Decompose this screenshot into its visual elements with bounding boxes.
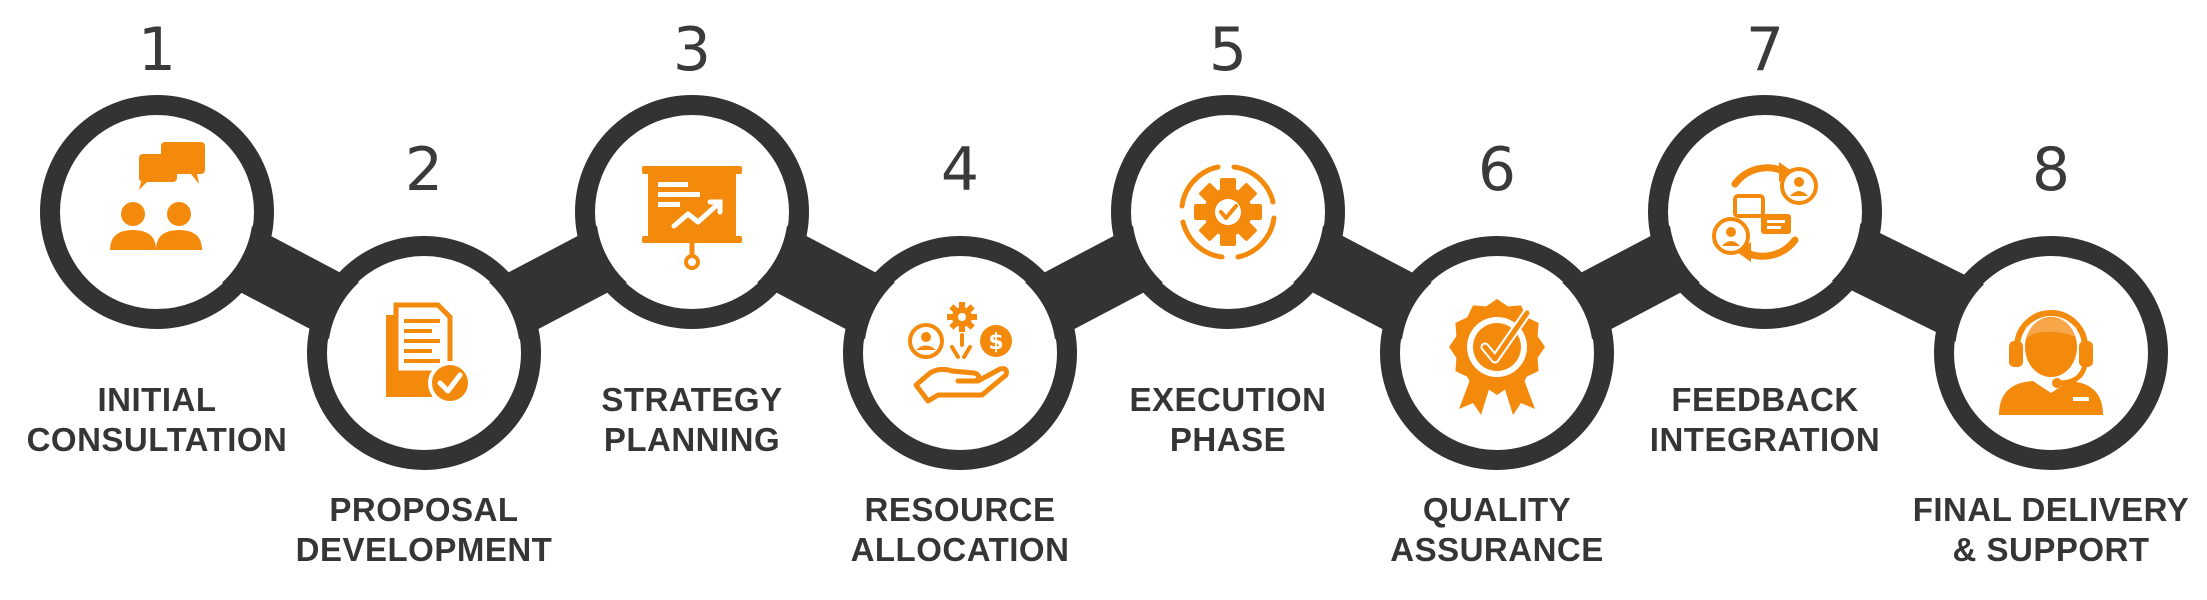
step-8-number: 8 [2031,135,2071,205]
step-4-label-line-1: RESOURCE [864,491,1056,528]
step-4-ring [843,236,1077,470]
consultation-chat-icon [110,142,205,250]
step-1-ring [40,95,274,329]
step-5-node [1111,95,1345,329]
step-7-number: 7 [1745,15,1785,85]
step-8-ring [1934,236,2168,470]
step-8-node [1934,236,2168,470]
step-1-number: 1 [137,15,177,85]
feedback-cycle-icon [1712,162,1818,262]
step-1-label-line-1: INITIAL [97,381,217,418]
step-3-number: 3 [672,15,712,85]
support-headset-icon [1999,310,2103,415]
resource-hand-icon: $ [908,302,1012,404]
step-6-node [1380,236,1614,470]
step-7-label-line-2: INTEGRATION [1649,421,1881,458]
step-4-node: $ [843,236,1077,470]
step-4-circle-bg [864,257,1056,449]
step-1-label-line-2: CONSULTATION [26,421,288,458]
step-6-label-line-2: ASSURANCE [1390,531,1604,568]
step-2-number: 2 [404,135,444,205]
proposal-document-icon [386,302,472,405]
step-6-number: 6 [1477,135,1517,205]
step-2-node [307,236,541,470]
step-5-label-line-1: EXECUTION [1129,381,1327,418]
step-3-label-line-1: STRATEGY [601,381,783,418]
execution-gear-icon [1179,164,1277,260]
step-4-number: 4 [940,135,980,205]
step-8-label-line-2: & SUPPORT [1952,531,2150,568]
step-8-label-line-1: FINAL DELIVERY [1912,491,2190,528]
strategy-presentation-icon [642,166,742,270]
svg-text:$: $ [988,330,1003,355]
step-7-ring [1648,95,1882,329]
step-3-node [575,95,809,329]
step-8-label: FINAL DELIVERY& SUPPORT [1901,490,2201,570]
step-1-node [40,95,274,329]
step-6-ring [1380,236,1614,470]
step-5-ring [1111,95,1345,329]
step-2-label-line-1: PROPOSAL [329,491,519,528]
step-4-label-line-2: ALLOCATION [850,531,1070,568]
step-5-number: 5 [1208,15,1248,85]
step-7-label-line-1: FEEDBACK [1671,381,1859,418]
step-1-circle-bg [61,116,253,308]
step-3-label-line-2: PLANNING [603,421,781,458]
step-3-ring [575,95,809,329]
step-6-label-line-1: QUALITY [1422,491,1572,528]
step-5-label-line-2: PHASE [1169,421,1287,458]
step-2-ring [307,236,541,470]
step-2-label-line-2: DEVELOPMENT [295,531,553,568]
step-7-node [1648,95,1882,329]
quality-badge-icon [1449,299,1545,415]
